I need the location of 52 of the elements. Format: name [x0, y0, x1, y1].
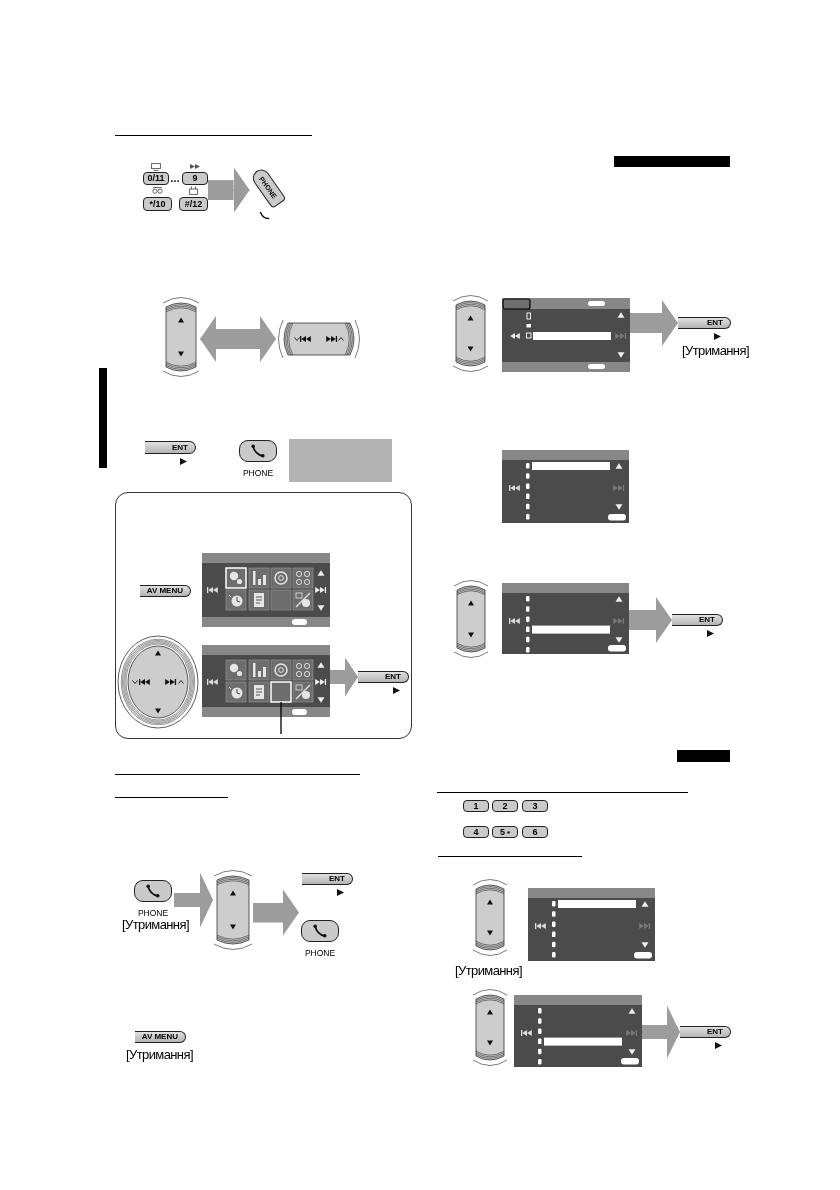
enter-button: ENT	[358, 671, 409, 683]
list-screen-drawing	[514, 995, 642, 1067]
bracket-caption: [Утримання]	[682, 344, 749, 357]
key-button: 6	[522, 826, 548, 838]
key-button: 9	[182, 172, 208, 185]
phone-list-screen-drawing	[502, 298, 630, 372]
button-label: PHONE	[137, 909, 169, 918]
bracket-caption: [Утримання]	[122, 918, 189, 931]
rocker-switch-drawing	[276, 319, 362, 359]
enter-button: ENT	[302, 873, 353, 885]
bracket-caption: [Утримання]	[126, 1048, 193, 1061]
block-arrow	[199, 316, 277, 362]
enter-button: ENT	[672, 614, 723, 626]
block-arrow	[207, 168, 251, 213]
menu-screen-drawing	[202, 553, 330, 627]
key-button: 4	[463, 826, 489, 838]
block-arrow	[252, 890, 300, 936]
key-button: 2	[492, 800, 518, 812]
bracket-caption: [Утримання]	[455, 964, 522, 977]
menu-screen-drawing	[202, 645, 330, 717]
enter-button: ENT	[678, 317, 731, 329]
rocker-switch-drawing	[213, 868, 253, 952]
rounded-frame	[115, 492, 412, 739]
key-button: 1	[463, 800, 489, 812]
block-arrow	[641, 1006, 681, 1059]
list-screen-drawing	[502, 450, 629, 523]
key-button: 5	[492, 826, 518, 838]
button-label: PHONE	[304, 949, 336, 958]
control-dial-drawing	[117, 635, 199, 729]
leader-line	[280, 701, 282, 735]
list-screen-drawing	[528, 888, 655, 961]
block-arrow	[329, 658, 359, 697]
rocker-switch-drawing	[162, 295, 200, 379]
ellipsis-text: …	[170, 174, 180, 184]
button-label: PHONE	[242, 469, 274, 478]
rocker-switch-drawing	[472, 987, 508, 1068]
block-arrow	[628, 597, 673, 643]
menu-button: AV MENU	[140, 585, 191, 597]
rocker-switch-drawing	[453, 578, 489, 660]
rocker-switch-drawing	[472, 877, 508, 958]
list-screen-drawing	[502, 583, 629, 654]
block-arrow	[173, 873, 214, 928]
menu-tile	[270, 681, 292, 703]
block-arrow	[629, 300, 679, 346]
menu-button: AV MENU	[135, 1031, 186, 1043]
key-button: #/12	[179, 197, 208, 211]
key-button: 0/11	[143, 172, 169, 185]
key-button: 3	[522, 800, 548, 812]
enter-button: ENT	[680, 1026, 731, 1038]
key-button: */10	[143, 197, 172, 211]
rocker-switch-drawing	[452, 293, 489, 374]
enter-button: ENT	[145, 441, 196, 454]
